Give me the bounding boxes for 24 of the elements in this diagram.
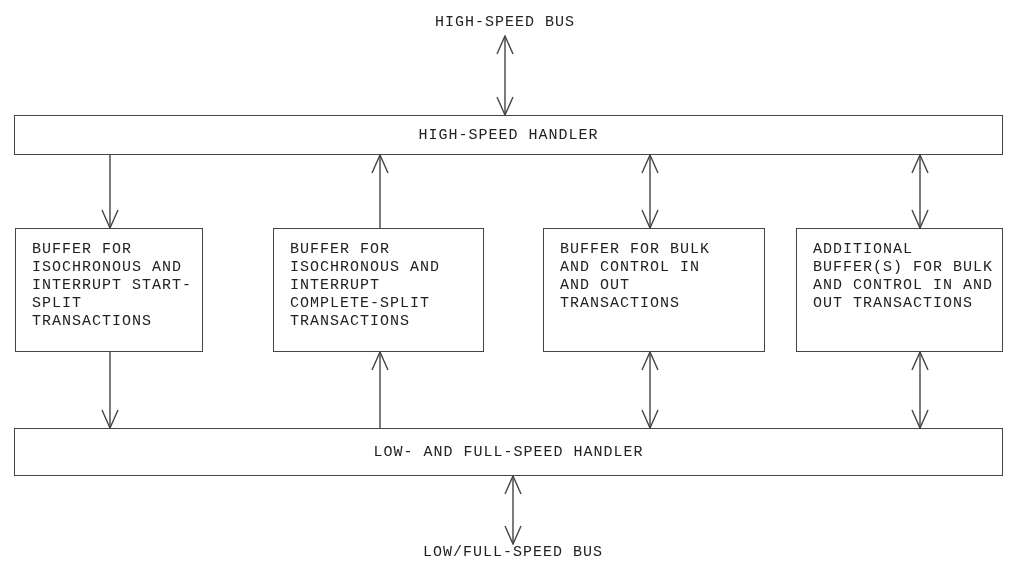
arrow: [641, 351, 659, 429]
box-label: HIGH-SPEED HANDLER: [418, 126, 599, 144]
arrow: [101, 154, 119, 229]
arrow: [371, 154, 389, 229]
arrow: [101, 351, 119, 429]
arrow: [911, 351, 929, 429]
handler-box: [14, 115, 1003, 155]
box-label: BUFFER FOR ISOCHRONOUS AND INTERRUPT COMPLETE-SPLIT TRANSACTIONS: [290, 241, 442, 331]
box-label: ADDITIONAL BUFFER(S) FOR BULK AND CONTROL IN AND OUT TRANSACTIONS: [813, 241, 995, 313]
buffer-box: [273, 228, 484, 352]
arrow: [504, 475, 522, 545]
box-label: BUFFER FOR BULK AND CONTROL IN AND OUT TRANSACTIONS: [560, 241, 712, 313]
arrow: [496, 35, 514, 116]
buffer-box: [543, 228, 765, 352]
bus-label: LOW/FULL-SPEED BUS: [380, 544, 646, 566]
arrow: [641, 154, 659, 229]
arrow: [911, 154, 929, 229]
arrow: [371, 351, 389, 429]
handler-box: [14, 428, 1003, 476]
buffer-box: [796, 228, 1003, 352]
box-label: BUFFER FOR ISOCHRONOUS AND INTERRUPT START-SPLIT TRANSACTIONS: [32, 241, 194, 331]
box-label: LOW- AND FULL-SPEED HANDLER: [373, 443, 644, 461]
bus-label: HIGH-SPEED BUS: [380, 14, 630, 36]
buffer-box: [15, 228, 203, 352]
